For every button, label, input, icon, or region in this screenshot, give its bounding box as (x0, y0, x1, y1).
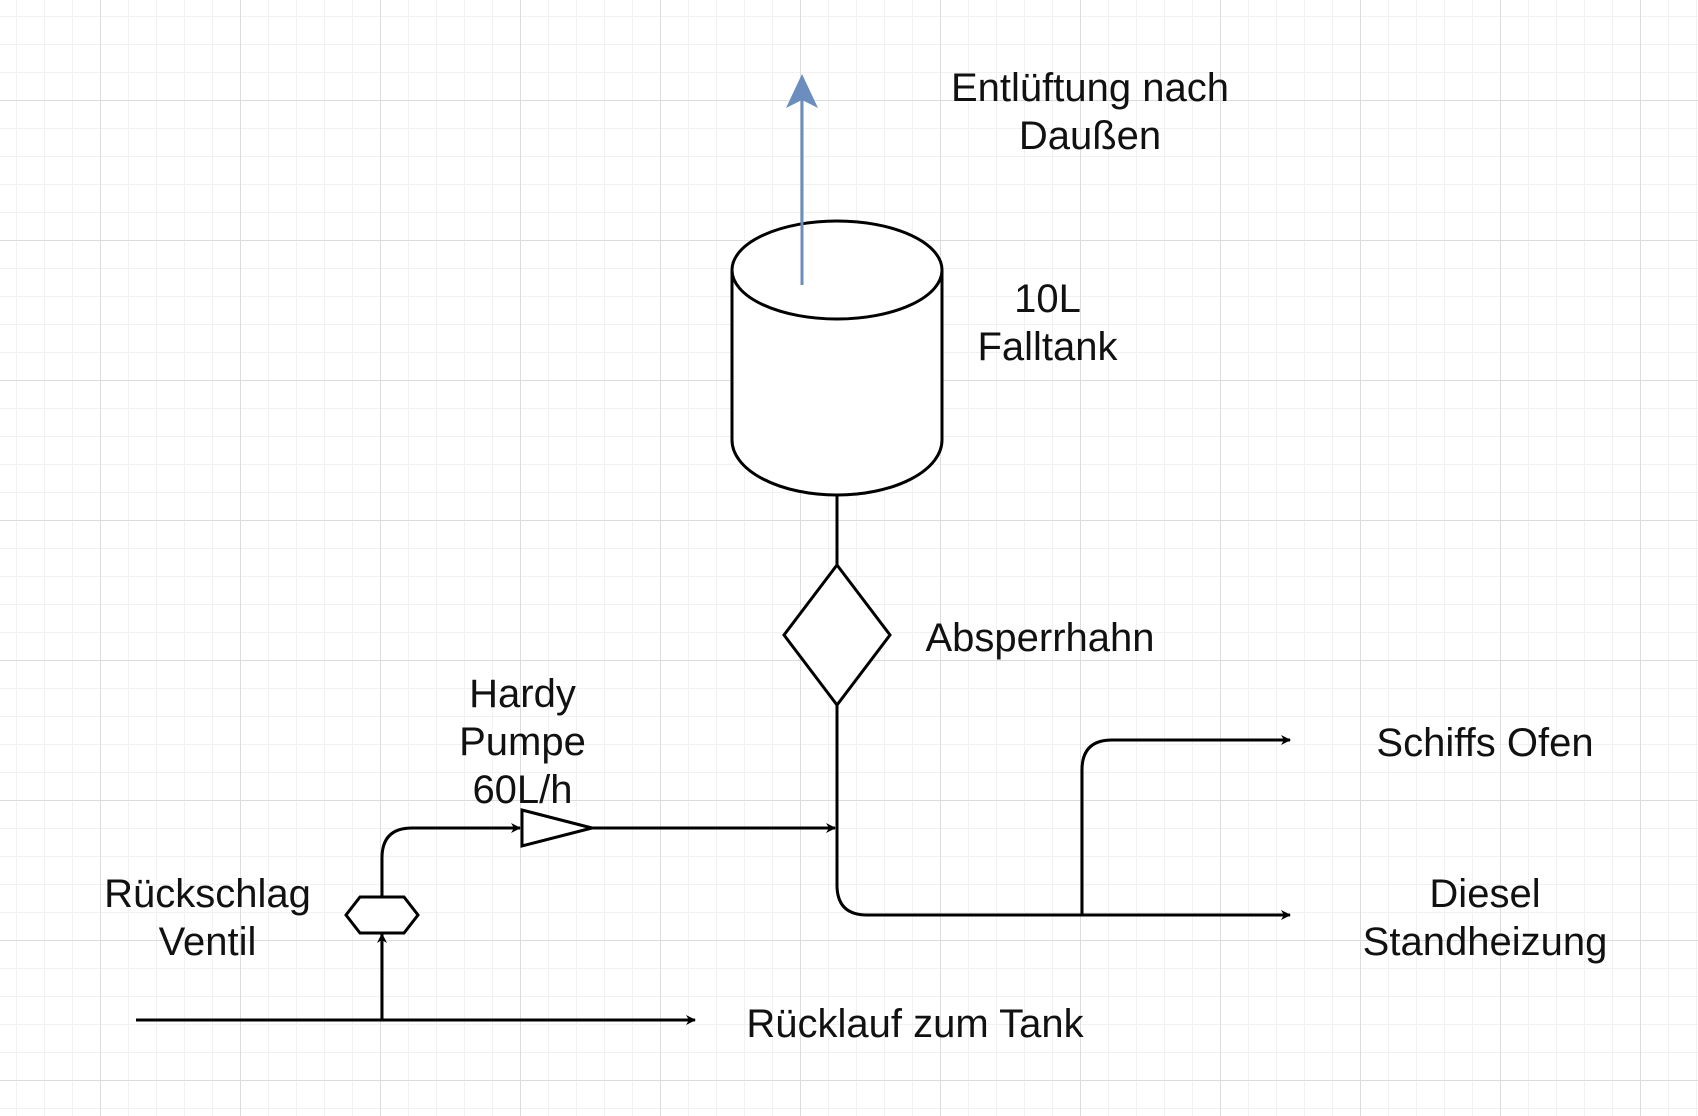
tank-label-line-2: Falltank (977, 325, 1118, 369)
check-valve-shape[interactable] (344, 895, 420, 935)
heater-label-line-2: Standheizung (1362, 920, 1608, 964)
oven-label-text: Schiffs Ofen (1376, 721, 1594, 765)
return-label-text: Rücklauf zum Tank (746, 1002, 1084, 1046)
shutoff-valve-shape[interactable] (782, 562, 892, 708)
main-distribution-line[interactable] (835, 705, 1291, 920)
valve-label-text: Absperrhahn (925, 616, 1155, 660)
vent-label-line-1: Entlüftung nach (951, 66, 1229, 110)
check-valve-to-pump-line[interactable] (380, 823, 521, 897)
heater-label-line-1: Diesel (1429, 872, 1541, 916)
pump-label-line-2: Pumpe (459, 720, 586, 764)
oven-branch-line[interactable] (1080, 735, 1291, 915)
pump-label: Hardy Pumpe 60L/h (430, 670, 615, 814)
heater-label: Diesel Standheizung (1340, 870, 1630, 966)
pump-shape[interactable] (520, 808, 593, 848)
vent-label-line-2: Daußen (1018, 114, 1162, 158)
vent-label: Entlüftung nach Daußen (925, 64, 1255, 160)
check-valve-label: Rückschlag Ventil (80, 870, 335, 966)
pump-label-line-3: 60L/h (472, 768, 573, 812)
oven-label: Schiffs Ofen (1350, 719, 1620, 767)
vent-arrow[interactable] (786, 74, 818, 285)
return-label: Rücklauf zum Tank (730, 1000, 1100, 1048)
check-valve-label-line-1: Rückschlag (104, 872, 311, 916)
falltank-shape[interactable] (730, 219, 944, 497)
tank-label: 10L Falltank (940, 275, 1155, 371)
tank-label-line-1: 10L (1014, 277, 1081, 321)
pump-label-line-1: Hardy (469, 672, 576, 716)
check-valve-label-line-2: Ventil (158, 920, 257, 964)
valve-label: Absperrhahn (910, 614, 1170, 662)
